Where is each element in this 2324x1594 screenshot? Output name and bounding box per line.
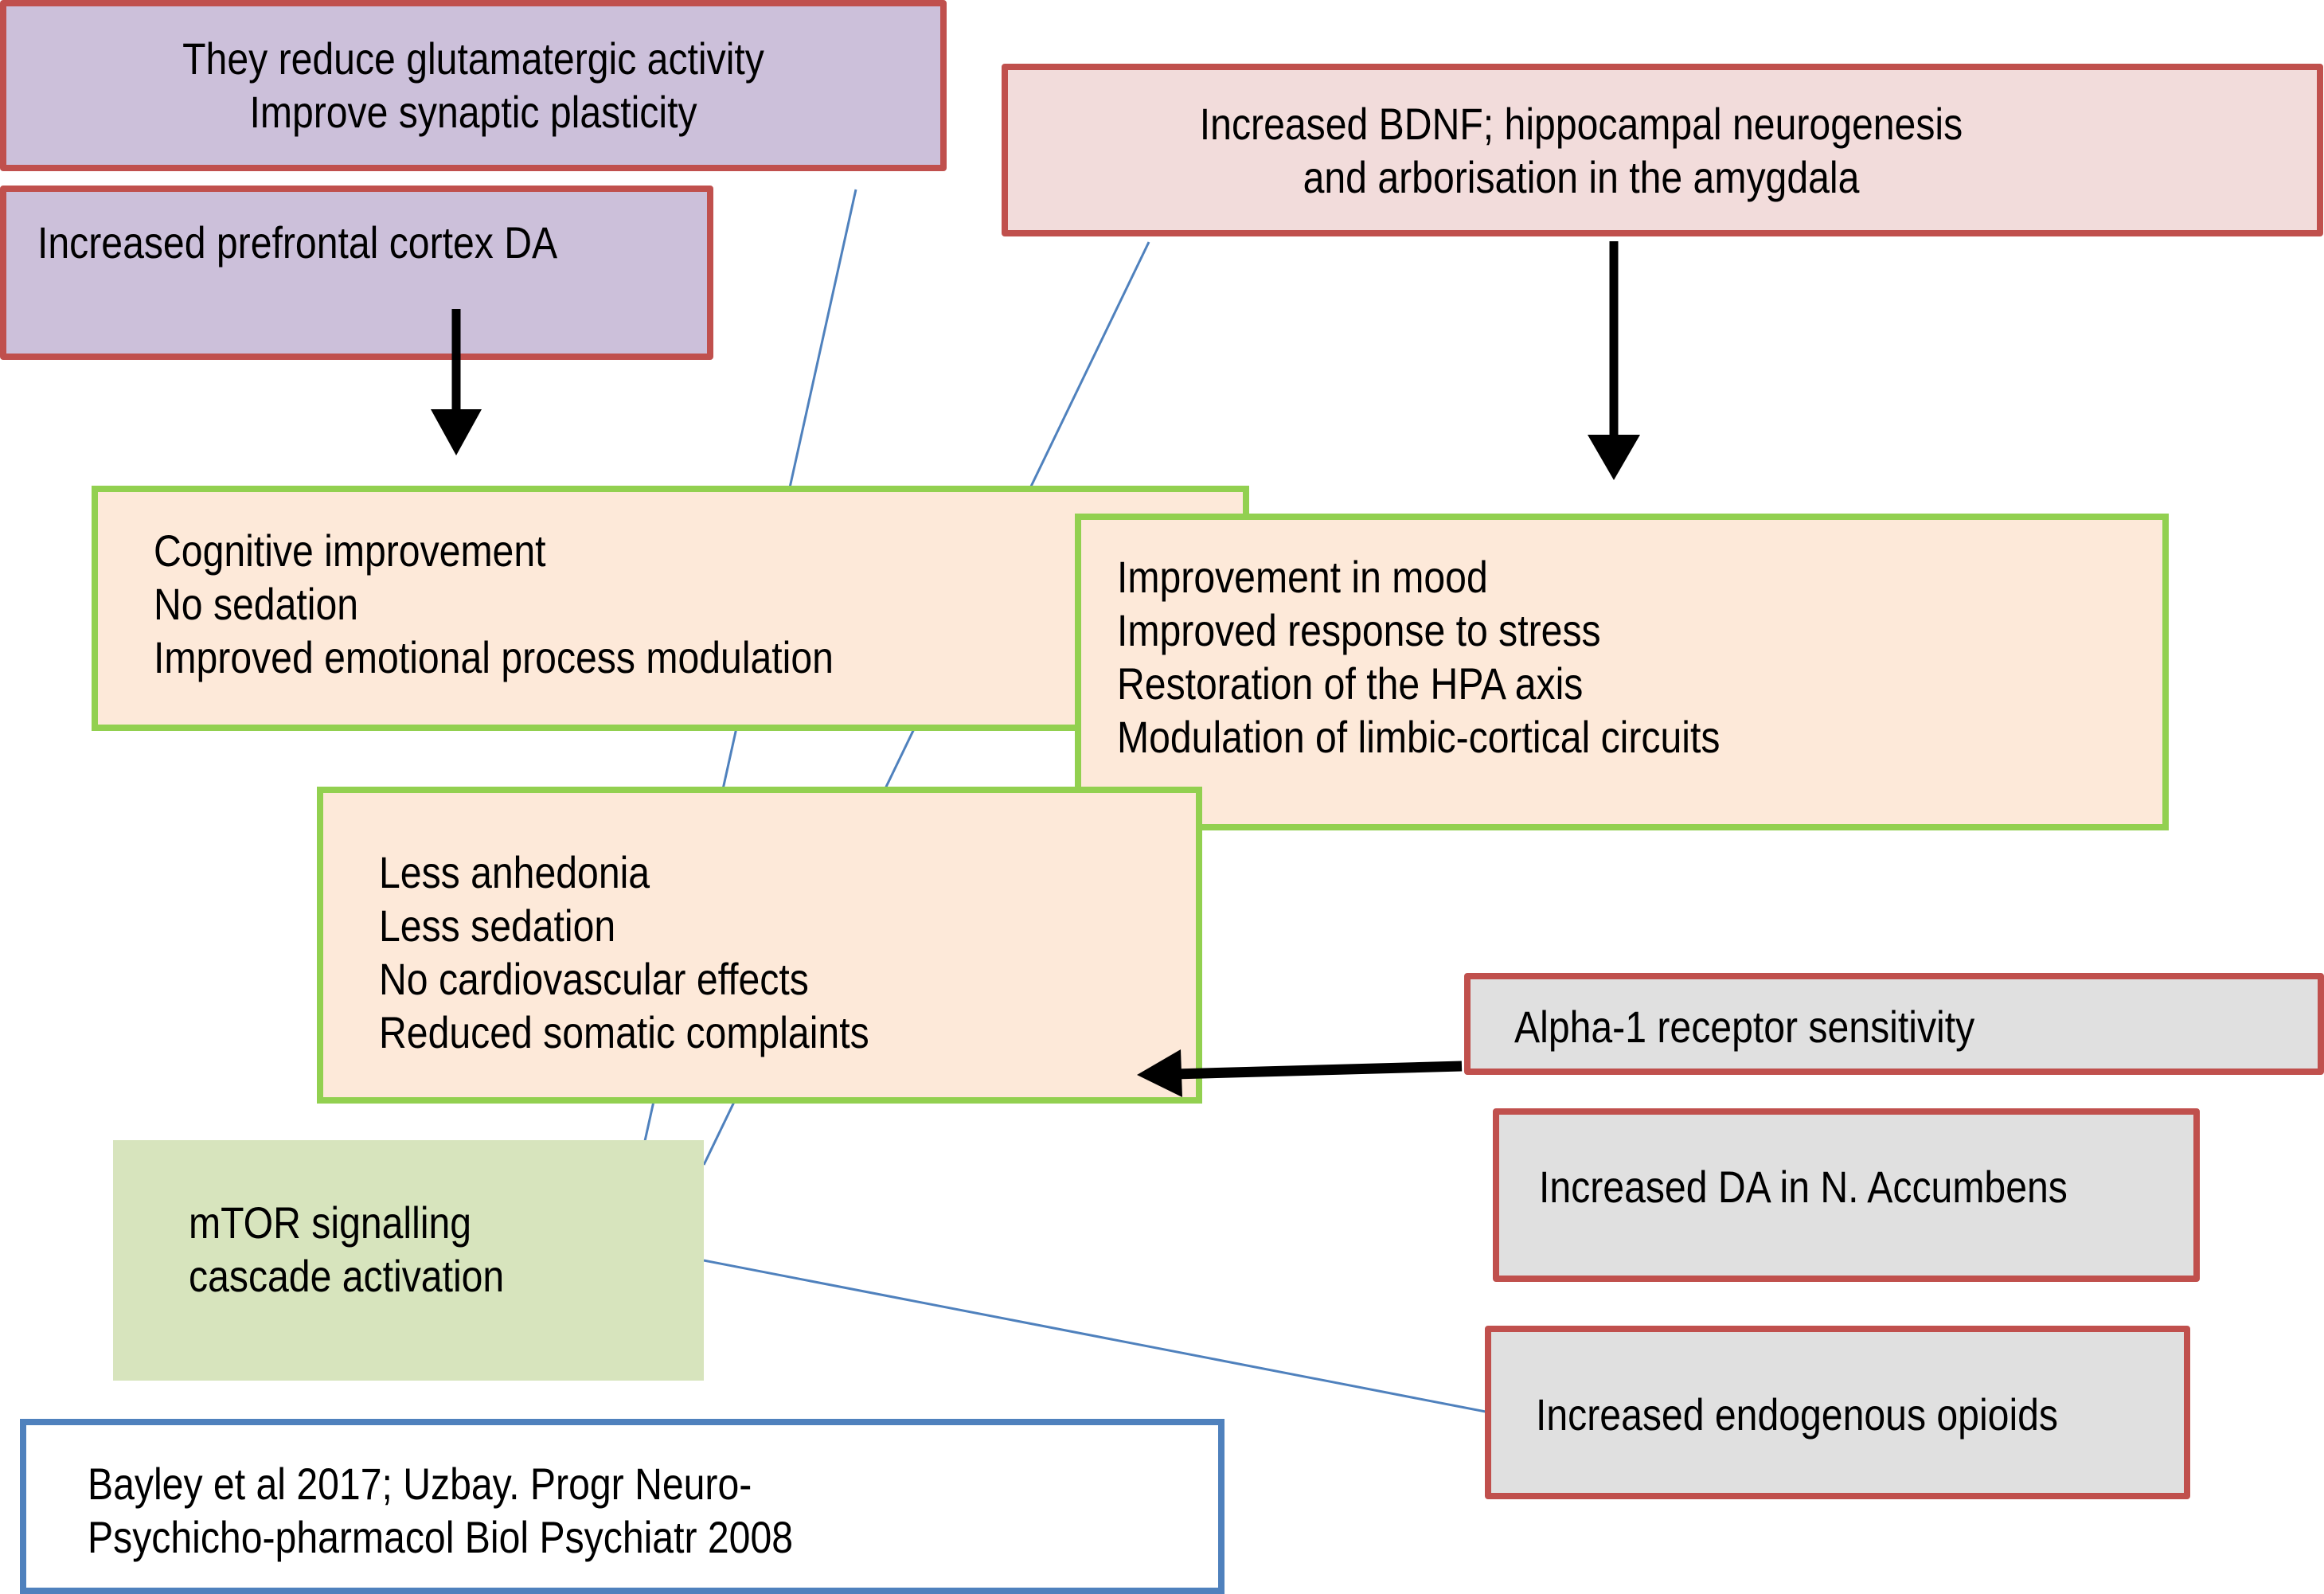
text-line: cascade activation bbox=[189, 1251, 505, 1301]
text-line: Restoration of the HPA axis bbox=[1117, 658, 1584, 709]
box-opioids-text: Increased endogenous opioids bbox=[1536, 1388, 2058, 1441]
text-line: Increased prefrontal cortex DA bbox=[37, 217, 558, 268]
box-anhedonia-text: Less anhedonia Less sedation No cardiova… bbox=[379, 846, 869, 1059]
text-line: Improve synaptic plasticity bbox=[249, 87, 697, 137]
text-line: Reduced somatic complaints bbox=[379, 1007, 869, 1057]
text-line: Cognitive improvement bbox=[154, 525, 546, 576]
text-line: mTOR signalling bbox=[189, 1197, 472, 1248]
arrow-bdnf-to-mood bbox=[1588, 241, 1640, 480]
box-mtor-text: mTOR signalling cascade activation bbox=[189, 1196, 504, 1303]
box-mood-text: Improvement in mood Improved response to… bbox=[1117, 550, 1720, 764]
text-line: Increased DA in N. Accumbens bbox=[1539, 1162, 2068, 1212]
box-accumbens: Increased DA in N. Accumbens bbox=[1493, 1108, 2200, 1282]
text-line: Improvement in mood bbox=[1117, 552, 1488, 602]
box-opioids: Increased endogenous opioids bbox=[1485, 1326, 2190, 1499]
box-anhedonia: Less anhedonia Less sedation No cardiova… bbox=[317, 787, 1202, 1104]
text-line: Increased BDNF; hippocampal neurogenesis bbox=[1199, 99, 1963, 149]
box-bdnf: Increased BDNF; hippocampal neurogenesis… bbox=[1002, 64, 2323, 236]
text-line: Less anhedonia bbox=[379, 847, 650, 897]
text-line: Modulation of limbic-cortical circuits bbox=[1117, 712, 1721, 762]
citation-line: Psychicho-pharmacol Biol Psychiatr 2008 bbox=[88, 1512, 794, 1562]
text-line: They reduce glutamatergic activity bbox=[182, 33, 764, 84]
box-alpha1-text: Alpha-1 receptor sensitivity bbox=[1514, 1000, 1974, 1053]
text-line: Increased endogenous opioids bbox=[1536, 1389, 2059, 1440]
box-glutamatergic: They reduce glutamatergic activity Impro… bbox=[0, 0, 947, 171]
box-accumbens-text: Increased DA in N. Accumbens bbox=[1539, 1160, 2068, 1213]
connector-mtor-opioids bbox=[703, 1259, 1486, 1413]
box-mtor: mTOR signalling cascade activation bbox=[113, 1140, 704, 1381]
text-line: Improved response to stress bbox=[1117, 605, 1601, 655]
text-line: Alpha-1 receptor sensitivity bbox=[1514, 1002, 1975, 1052]
citation-box: Bayley et al 2017; Uzbay. Progr Neuro- P… bbox=[20, 1419, 1224, 1594]
box-mood: Improvement in mood Improved response to… bbox=[1075, 514, 2169, 830]
citation-line: Bayley et al 2017; Uzbay. Progr Neuro- bbox=[88, 1459, 752, 1509]
box-bdnf-text: Increased BDNF; hippocampal neurogenesis… bbox=[1088, 97, 2074, 204]
citation-text: Bayley et al 2017; Uzbay. Progr Neuro- P… bbox=[88, 1457, 793, 1564]
text-line: and arborisation in the amygdala bbox=[1303, 152, 1860, 202]
box-glutamatergic-text: They reduce glutamatergic activity Impro… bbox=[72, 32, 875, 139]
box-prefrontal: Increased prefrontal cortex DA bbox=[0, 186, 713, 360]
text-line: No cardiovascular effects bbox=[379, 954, 809, 1004]
box-alpha1: Alpha-1 receptor sensitivity bbox=[1464, 973, 2324, 1075]
box-prefrontal-text: Increased prefrontal cortex DA bbox=[37, 216, 557, 269]
box-cognitive-text: Cognitive improvement No sedation Improv… bbox=[154, 524, 834, 684]
text-line: No sedation bbox=[154, 579, 359, 629]
text-line: Improved emotional process modulation bbox=[154, 632, 834, 682]
text-line: Less sedation bbox=[379, 901, 616, 951]
